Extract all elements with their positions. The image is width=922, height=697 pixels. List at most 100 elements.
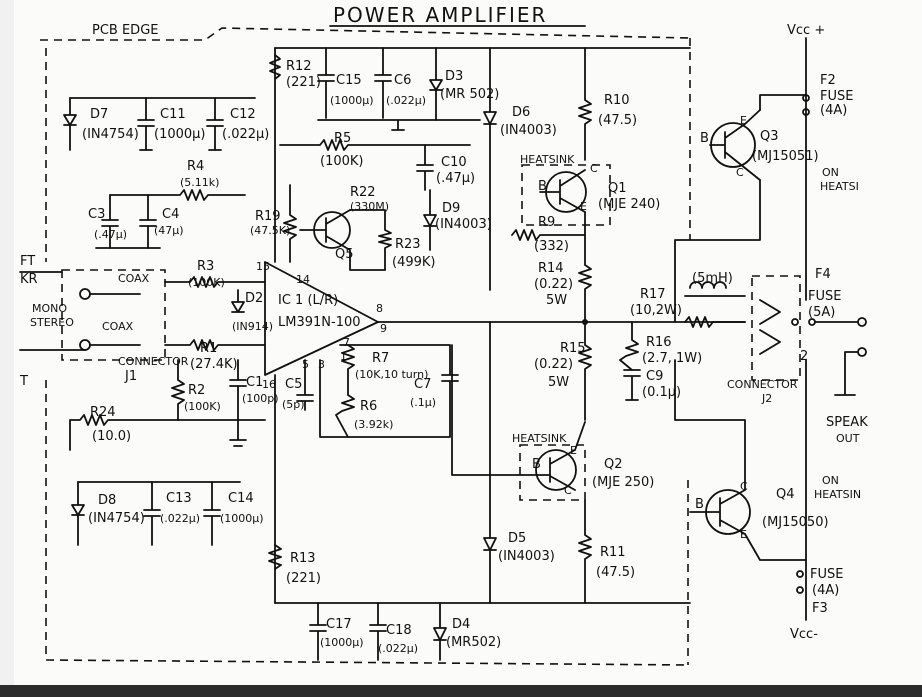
r11-value: (47.5) (596, 565, 635, 580)
c13-ref: C13 (166, 491, 192, 506)
upper-ground-bus (317, 119, 481, 131)
r3-symbol (164, 276, 266, 288)
q1-collector: C (590, 162, 598, 175)
f2-value: (4A) (820, 103, 847, 118)
speaker-terminal-neg[interactable] (857, 347, 867, 357)
r22-ref: R22 (350, 185, 376, 200)
d9-symbol (423, 189, 437, 251)
coax-label-1: COAX (118, 272, 150, 285)
r23-value: (499K) (392, 255, 435, 270)
d7-ref: D7 (90, 107, 108, 122)
q2-leads (451, 344, 586, 491)
r7-ref: R7 (372, 351, 389, 366)
r1-value: (27.4K) (190, 357, 238, 372)
j1-label-b: J1 (124, 369, 137, 384)
c11-symbol (137, 97, 155, 151)
c5-symbol (296, 359, 314, 411)
r10-value: (47.5) (598, 113, 637, 128)
d5-value: (IN4003) (498, 549, 555, 564)
j1-outline (61, 269, 166, 361)
coax-label-2: COAX (102, 320, 134, 333)
r22-r23-string (349, 209, 392, 271)
c4-value: (47µ) (154, 224, 184, 237)
r14-watt: 5W (546, 293, 567, 308)
q2-ref: Q2 (604, 457, 623, 472)
q2-value: (MJE 250) (592, 475, 654, 490)
q4-ref: Q4 (776, 487, 795, 502)
speaker-terminal-pos[interactable] (857, 317, 867, 327)
r12-ref: R12 (286, 59, 312, 74)
r3-ref: R3 (197, 259, 214, 274)
c17-value: (1000µ) (320, 636, 364, 649)
c15-ref: C15 (336, 73, 362, 88)
q4-collector: C (740, 480, 748, 493)
schematic-canvas: POWER AMPLIFIER PCB EDGE Vcc + F2 FUSE (… (14, 0, 922, 685)
r15-value: (0.22) (534, 357, 573, 372)
pin-9: 9 (380, 322, 387, 335)
edge-t: T (19, 374, 28, 389)
c5-value: (5p) (282, 398, 305, 411)
mono-stereo-jumper-a[interactable] (79, 288, 91, 300)
r13-ref: R13 (290, 551, 316, 566)
c13-value: (.022µ) (160, 512, 200, 525)
r7-r6-string (319, 344, 355, 438)
c17-symbol (309, 602, 327, 661)
r7-value: (10K,10 turn) (355, 368, 428, 381)
ic1-opamp (264, 261, 379, 376)
q3-base: B (700, 131, 709, 146)
f3-ref: F3 (812, 601, 828, 616)
c13-symbol (143, 481, 161, 546)
r22-value: (330M) (350, 200, 389, 213)
d6-value: (IN4003) (500, 123, 557, 138)
r4-symbol (109, 189, 246, 201)
q1-base: B (538, 179, 547, 194)
j1-label-a: CONNECTOR (118, 355, 189, 368)
c3-symbol (101, 194, 119, 249)
page-title: POWER AMPLIFIER (333, 3, 547, 27)
mono-stereo-jumper-b[interactable] (79, 339, 91, 351)
f4-left-contact (791, 318, 799, 326)
d2-ref: D2 (245, 291, 263, 306)
on-heatsink-2a: ON (822, 474, 839, 487)
speaker-neg-lead (834, 351, 859, 396)
pcb-edge-label: PCB EDGE (92, 23, 158, 38)
c10-ref: C10 (441, 155, 467, 170)
q3-emitter: E (740, 114, 747, 127)
d5-ref: D5 (508, 531, 526, 546)
r15-watt: 5W (548, 375, 569, 390)
r11-symbol (578, 499, 592, 604)
c7-value: (.1µ) (410, 396, 436, 409)
c17-ref: C17 (326, 617, 352, 632)
r24-value: (10.0) (92, 429, 131, 444)
r10-ref: R10 (604, 93, 630, 108)
stereo-label: STEREO (30, 316, 74, 329)
f2-ref: F2 (820, 73, 836, 88)
on-heatsink-1b: HEATSI (820, 180, 859, 193)
q2-base: B (532, 457, 541, 472)
speaker-label-a: SPEAK (826, 415, 868, 430)
d8-value: (IN4754) (88, 511, 145, 526)
c1-symbol (229, 359, 247, 447)
edge-ft: FT (20, 254, 35, 269)
q3-to-vcc (759, 94, 807, 111)
on-heatsink-1a: ON (822, 166, 839, 179)
r6-value: (3.92k) (354, 418, 393, 431)
on-heatsink-2b: HEATSIN (814, 488, 861, 501)
d3-value: (MR 502) (440, 87, 499, 102)
r14-value: (0.22) (534, 277, 573, 292)
d7-symbol (63, 97, 77, 151)
r16-c9-symbol (619, 321, 641, 401)
c6-value: (.022µ) (386, 94, 426, 107)
q2-symbol (535, 449, 577, 491)
pin-15: 15 (256, 260, 270, 273)
d5-symbol (483, 321, 497, 604)
f3-label: FUSE (810, 567, 843, 582)
c4-ref: C4 (162, 207, 179, 222)
q3-ref: Q3 (760, 129, 779, 144)
c11-ref: C11 (160, 107, 186, 122)
edge-kr: KR (20, 272, 38, 287)
c10-value: (.47µ) (436, 171, 475, 186)
r3-value: (100K) (188, 276, 225, 289)
j2-pins (759, 299, 781, 355)
